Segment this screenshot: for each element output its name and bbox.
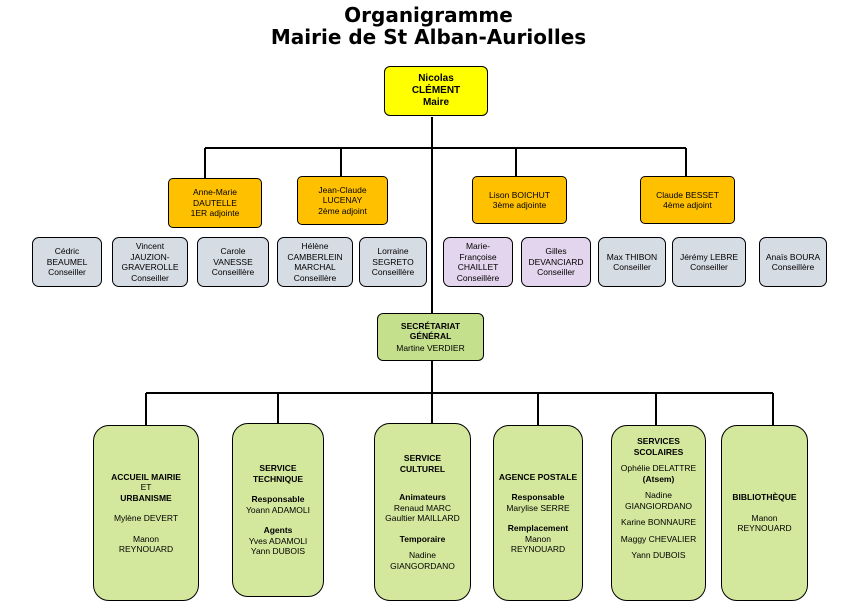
scolaires-title: SERVICES SCOLAIRES — [633, 436, 684, 457]
title-line-1: Organigramme — [344, 3, 513, 27]
technique-agents-names: Yves ADAMOLI Yann DUBOIS — [248, 535, 308, 557]
technique-agents-label: Agents — [263, 525, 293, 536]
conseiller-box-5: Lorraine SEGRETO Conseillère — [359, 237, 427, 287]
page-title: Organigramme Mairie de St Alban-Auriolle… — [0, 4, 857, 48]
conseiller-box-2: Vincent JAUZION- GRAVEROLLE Conseiller — [112, 237, 188, 287]
accueil-person-2: Manon REYNOUARD — [118, 533, 174, 555]
culturel-anim-label: Animateurs — [399, 492, 446, 502]
conseiller-box-7: Gilles DEVANCIARD Conseiller — [521, 237, 591, 287]
scolaires-person-2: Nadine GIANGIORDANO — [624, 490, 693, 511]
secretariat-title: SECRÉTARIAT GÉNÉRAL — [400, 320, 461, 341]
secretariat-name: Martine VERDIER — [396, 342, 465, 353]
secretariat-box: SECRÉTARIAT GÉNÉRAL Martine VERDIER — [377, 313, 484, 361]
culturel-temp-names: Nadine GIANGORDANO — [390, 550, 455, 571]
mayor-role: Maire — [422, 97, 450, 108]
technique-title: SERVICE TECHNIQUE — [252, 463, 304, 484]
conseiller-box-9: Jérémy LEBRE Conseiller — [672, 237, 746, 287]
bibliotheque-title: BIBLIOTHÈQUE — [732, 492, 797, 503]
conseiller-box-10: Anaïs BOURA Conseillère — [759, 237, 827, 287]
culturel-temp-label: Temporaire — [399, 533, 446, 544]
postale-rempl-label: Remplacement — [507, 523, 569, 533]
conseiller-box-4: Hélène CAMBERLEIN MARCHAL Conseillère — [277, 237, 353, 287]
title-line-2: Mairie de St Alban-Auriolles — [270, 25, 587, 49]
bibliotheque-person-1: Manon REYNOUARD — [737, 512, 792, 534]
adjoint-box-1: Anne-Marie DAUTELLE 1ER adjointe — [168, 178, 262, 228]
conseiller-box-3: Carole VANESSE Conseillère — [197, 237, 269, 287]
service-bibliotheque: BIBLIOTHÈQUE Manon REYNOUARD — [721, 425, 808, 601]
service-scolaires: SERVICES SCOLAIRES Ophélie DELATTRE (Ats… — [611, 425, 706, 601]
adjoint-box-3: Lison BOICHUT 3ème adjointe — [472, 176, 567, 224]
scolaires-atsem: (Atsem) — [642, 473, 675, 484]
mayor-first-name: Nicolas — [418, 73, 454, 84]
technique-resp-name: Yoann ADAMOLI — [246, 504, 310, 515]
scolaires-person-4: Maggy CHEVALIER — [620, 533, 697, 544]
scolaires-person-3: Karine BONNAURE — [620, 517, 697, 527]
mayor-box: Nicolas CLÉMENT Maire — [384, 66, 488, 116]
postale-resp-label: Responsable — [511, 492, 565, 502]
technique-resp-label: Responsable — [251, 494, 305, 505]
service-culturel: SERVICE CULTUREL Animateurs Renaud MARC … — [374, 423, 471, 601]
postale-rempl-name: Manon REYNOUARD — [510, 533, 566, 555]
scolaires-person-5: Yann DUBOIS — [631, 550, 686, 560]
service-accueil: ACCUEIL MAIRIE ET URBANISME Mylène DEVER… — [93, 425, 199, 601]
postale-resp-name: Marylise SERRE — [506, 502, 570, 513]
scolaires-person-1: Ophélie DELATTRE — [620, 463, 697, 473]
culturel-title: SERVICE CULTUREL — [399, 453, 446, 474]
conseiller-box-8: Max THIBON Conseiller — [598, 237, 666, 287]
adjoint-box-4: Claude BESSET 4ème adjoint — [640, 176, 735, 224]
conseiller-box-1: Cédric BEAUMEL Conseiller — [32, 237, 102, 287]
postale-title: AGENCE POSTALE — [498, 471, 578, 482]
accueil-et: ET — [140, 482, 152, 492]
culturel-anim-names: Renaud MARC Gaultier MAILLARD — [385, 502, 460, 524]
accueil-person-1: Mylène DEVERT — [113, 513, 179, 523]
accueil-title: ACCUEIL MAIRIE — [111, 471, 181, 482]
adjoint-box-2: Jean-Claude LUCENAY 2ème adjoint — [297, 176, 388, 225]
service-postale: AGENCE POSTALE Responsable Marylise SERR… — [493, 425, 583, 601]
service-technique: SERVICE TECHNIQUE Responsable Yoann ADAM… — [232, 423, 324, 597]
mayor-last-name: CLÉMENT — [411, 85, 461, 96]
accueil-title-2: URBANISME — [120, 492, 172, 503]
conseiller-box-6: Marie- Françoise CHAILLET Conseillère — [443, 237, 513, 287]
